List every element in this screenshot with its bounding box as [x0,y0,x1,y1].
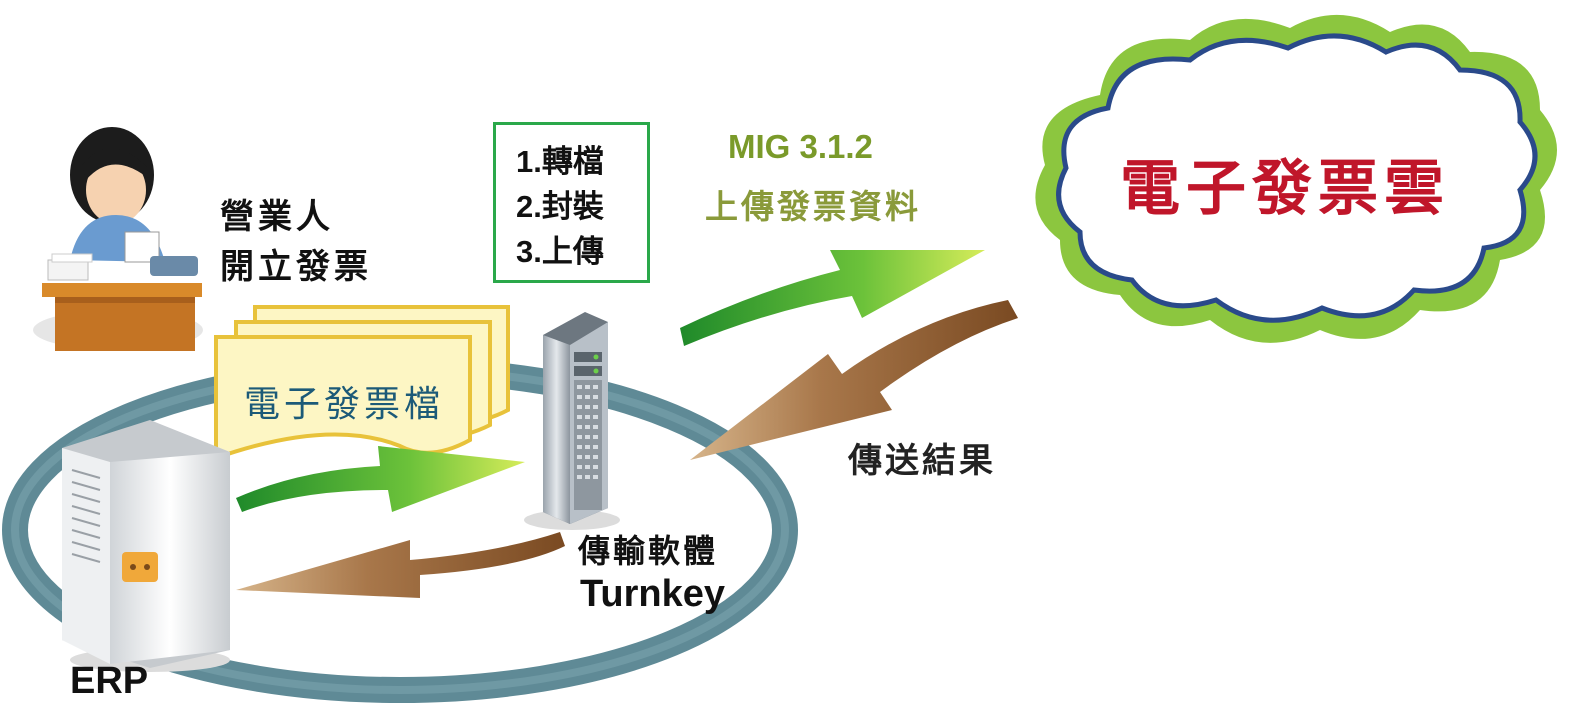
mig-version-label: MIG 3.1.2 [728,128,873,165]
step-upload: 3.上傳 [516,234,604,269]
turnkey-label-zh: 傳輸軟體 [578,532,719,570]
erp-server-icon [62,420,230,672]
seller-person-icon [33,127,203,351]
process-steps-box: 1.轉檔 2.封裝 3.上傳 [493,122,650,283]
step-convert: 1.轉檔 [516,144,604,179]
upload-arrow-to-turnkey [236,446,525,512]
turnkey-server-icon [524,312,620,530]
invoice-document-label: 電子發票檔 [244,384,445,425]
upload-arrow-to-cloud [680,250,985,346]
upload-description-label: 上傳發票資料 [705,187,921,226]
transmission-result-label: 傳送結果 [848,441,996,481]
seller-label: 營業人 開立發票 [220,192,372,292]
seller-label-line2: 開立發票 [220,247,372,287]
cloud-label: 電子發票雲 [1120,154,1450,224]
invoice-document-icon [214,305,510,461]
turnkey-label-en: Turnkey [580,573,726,615]
step-package: 2.封裝 [516,189,604,224]
e-invoice-cloud-icon [1035,14,1557,343]
result-arrow-to-erp [236,532,565,598]
erp-label: ERP [70,660,149,702]
result-arrow-to-turnkey [690,300,1018,460]
seller-label-line1: 營業人 [220,197,334,237]
